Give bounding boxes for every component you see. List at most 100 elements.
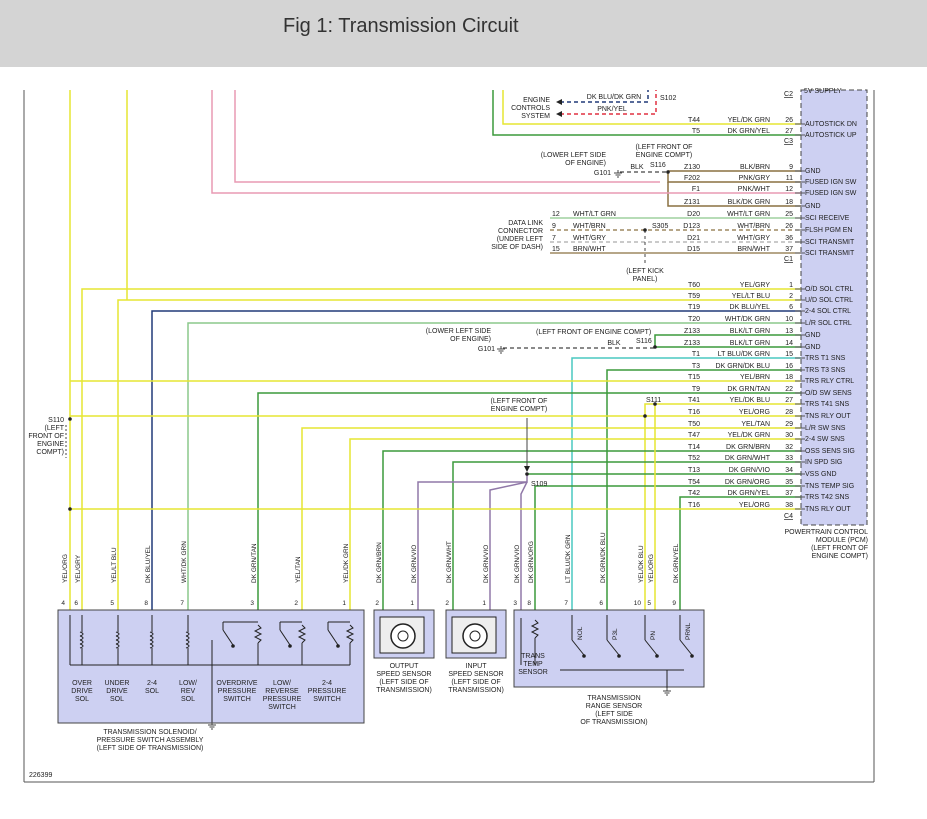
component-pin: 1 [342, 600, 346, 607]
component-pin: 2 [375, 600, 379, 607]
pin-wire-color: DK GRN/WHT [725, 455, 771, 462]
pin-circuit: T54 [688, 479, 700, 486]
ground-icon [663, 688, 671, 696]
range-switch-blade [606, 639, 620, 656]
solenoid-item-label: 2-4 [322, 680, 332, 687]
switch-contact [617, 654, 621, 658]
solenoid-item-label: UNDER [105, 680, 130, 687]
solenoid-item-label: OVER [72, 680, 92, 687]
switch-contact [288, 644, 292, 648]
pin-function: GND [805, 203, 821, 210]
component-pin: 7 [564, 600, 568, 607]
pin-wire-color: YEL/TAN [741, 421, 770, 428]
switch-contact [231, 644, 235, 648]
vertical-wire-label: YEL/LT BLU [111, 547, 118, 583]
ground-label: G101 [594, 170, 611, 177]
component-pin: 5 [647, 600, 651, 607]
coil-turn [115, 643, 120, 649]
component-pin: 6 [74, 600, 78, 607]
solenoid-item-label: 2-4 [147, 680, 157, 687]
ground-location: OF ENGINE) [450, 336, 491, 343]
temp-sensor-label: TEMP [523, 661, 543, 668]
pin-number: 37 [785, 246, 793, 253]
wire-lt-blu-dk-grn [571, 357, 801, 610]
solenoid-item-label: PRESSURE [308, 688, 347, 695]
range-switch-label: NOL [577, 626, 584, 640]
coil-turn [149, 643, 154, 649]
component-pin: 10 [634, 600, 642, 607]
coil-turn [185, 631, 190, 637]
pin-circuit: T3 [692, 363, 700, 370]
wires [69, 90, 801, 610]
pin-function: O/D SW SENS [805, 390, 852, 397]
switch-contact [655, 654, 659, 658]
splice-dot [643, 414, 647, 418]
solenoid-item-label: DRIVE [106, 688, 128, 695]
splice-s110-label: ENGINE [37, 441, 64, 448]
ground-icon [497, 346, 505, 354]
vertical-wire-label: DK GRN/YEL [673, 543, 680, 583]
engine-controls-label: CONTROLS [511, 105, 550, 112]
splice-label: S109 [531, 481, 547, 488]
pin-number: 33 [785, 455, 793, 462]
component-pin: 8 [527, 600, 531, 607]
coil-turn [149, 635, 154, 641]
pin-function: L/R SW SNS [805, 425, 846, 432]
wire-wht-dk-grn [187, 322, 801, 610]
pin-circuit: T16 [688, 502, 700, 509]
component-pin: 9 [672, 600, 676, 607]
pin-function: TRS T1 SNS [805, 355, 846, 362]
pin-number: 26 [785, 117, 793, 124]
solenoid-assembly-box [57, 609, 365, 724]
vertical-wire-label: YEL/ORG [648, 554, 655, 583]
dlc-wire-color: BRN/WHT [573, 246, 606, 253]
arrow-icon [524, 466, 530, 472]
solenoid-caption: PRESSURE SWITCH ASSEMBLY [97, 737, 204, 744]
pin-wire-color: WHT/LT GRN [727, 211, 770, 218]
switch-blade [222, 629, 234, 646]
splice-dot [653, 345, 657, 349]
vertical-wire-label: YEL/ORG [62, 554, 69, 583]
range-switch-blade [644, 639, 658, 656]
splice-label: S111 [646, 397, 661, 404]
vertical-wire-label: DK BLU/YEL [145, 545, 152, 583]
component-pin: 5 [110, 600, 114, 607]
wire-yel-dk-blu [644, 403, 801, 610]
pin-function: FLSH PGM EN [805, 227, 852, 234]
vertical-wire-label: WHT/DK GRN [181, 541, 188, 583]
pin-function: GND [805, 332, 821, 339]
pin-wire-color: YEL/DK GRN [728, 117, 770, 124]
wire-dk-grn-yel [679, 496, 801, 610]
page-title: Fig 1: Transmission Circuit [283, 15, 519, 37]
component-pin: 1 [410, 600, 414, 607]
switch-blade [327, 629, 339, 646]
component-pin: 2 [294, 600, 298, 607]
pin-circuit: T50 [688, 421, 700, 428]
splice-dot [68, 417, 72, 421]
coil-icon [79, 615, 84, 665]
dlc-wire-color: WHT/GRY [573, 235, 606, 242]
pin-wire-color: PNK/GRY [739, 175, 771, 182]
sensor-label: OUTPUT [390, 663, 420, 670]
splice-location: ENGINE COMPT) [636, 152, 692, 159]
coil-turn [185, 635, 190, 641]
pin-number: 14 [785, 340, 793, 347]
splice-s110-label: S110 [48, 417, 64, 424]
solenoid-item-label: DRIVE [71, 688, 93, 695]
pin-wire-color: BLK/BRN [740, 164, 770, 171]
pin-wire-color: WHT/BRN [737, 223, 770, 230]
pin-function: TRS T3 SNS [805, 367, 846, 374]
wire-pnk-wht [211, 90, 801, 194]
splice-s110-label: COMPT) [36, 449, 64, 456]
ground-location: (LOWER LEFT SIDE [541, 152, 607, 159]
solenoid-item-label: SWITCH [268, 704, 296, 711]
coil-turn [115, 639, 120, 645]
vertical-wire-label: DK GRN/TAN [251, 543, 258, 583]
solenoid-item-label: LOW/ [273, 680, 291, 687]
sensor-label: (LEFT SIDE OF [451, 679, 500, 686]
pin-wire-color: DK BLU/YEL [730, 304, 771, 311]
